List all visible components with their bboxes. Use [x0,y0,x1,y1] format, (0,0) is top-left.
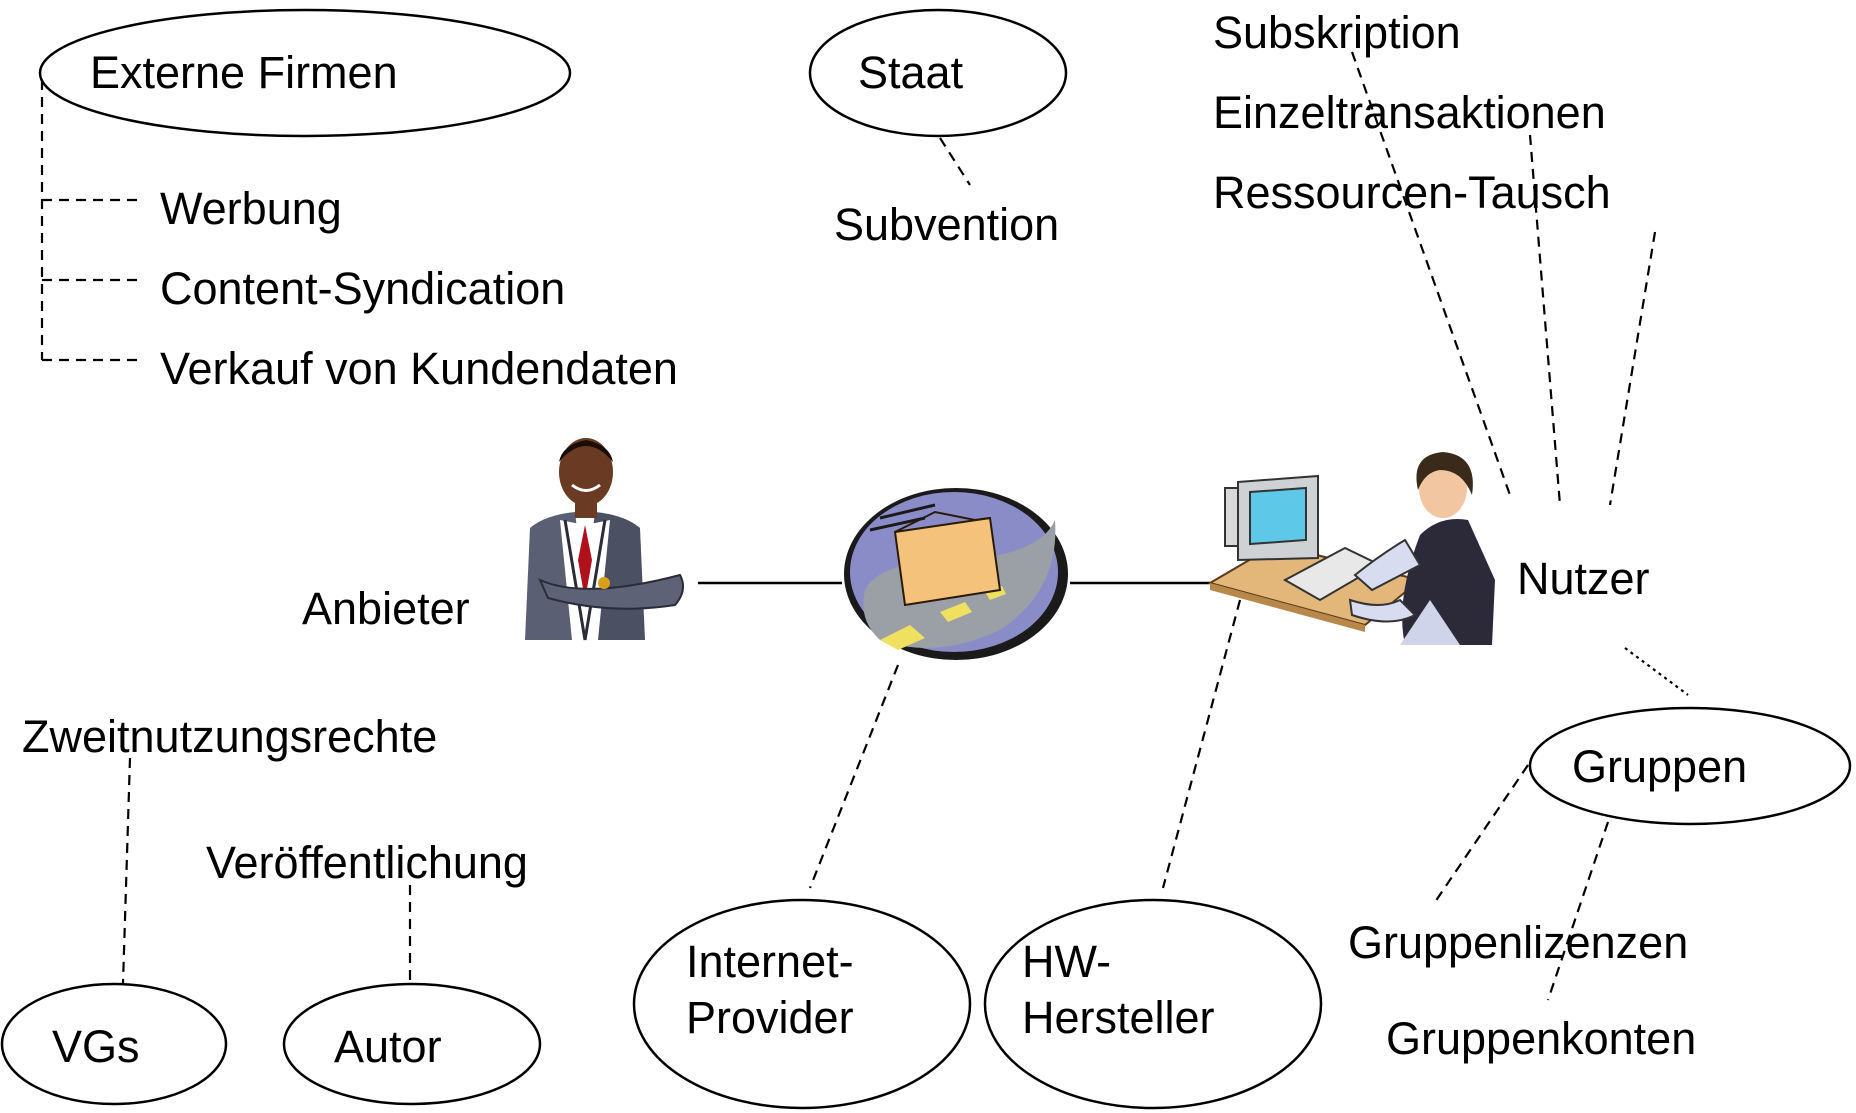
nutzer-gruppen-connector [1624,647,1689,696]
gruppenlizenzen-connector [1432,764,1529,906]
gruppenkonten-label: Gruppenkonten [1386,1013,1697,1064]
vgs-ellipse [0,982,228,1106]
zweitnutzungsrechte-label: Zweitnutzungsrechte [22,711,438,762]
internet-provider-label: Internet- Provider [686,934,854,1046]
hw-hersteller-line-2: Hersteller [1022,992,1215,1043]
anbieter-label: Anbieter [302,583,470,634]
internet-provider-ellipse [632,898,972,1110]
externe-firmen-label: Externe Firmen [90,47,398,98]
verkauf-kundendaten-label: Verkauf von Kundendaten [160,343,678,394]
subvention-label: Subvention [834,199,1060,250]
autor-ellipse [282,982,542,1106]
zweitnutzungsrechte-connector [121,757,132,984]
externe-firmen-bracket [40,80,140,362]
gruppenlizenzen-label: Gruppenlizenzen [1348,917,1689,968]
autor-label: Autor [334,1021,442,1072]
subskription-connector [1350,51,1512,496]
computer-user-icon [1207,452,1495,645]
einzeltransaktionen-label: Einzeltransaktionen [1213,87,1606,138]
content-syndication-label: Content-Syndication [160,263,566,314]
ressourcen-tausch-connector [1608,231,1657,506]
staat-subvention-connector [939,137,971,186]
internet-provider-line-2: Provider [686,992,854,1043]
veroeffentlichung-label: Veröffentlichung [206,837,528,888]
hw-hersteller-ellipse [983,898,1323,1110]
vgs-label: VGs [52,1021,140,1072]
subskription-label: Subskription [1213,7,1461,58]
hw-hersteller-label: HW- Hersteller [1022,934,1215,1046]
internet-provider-line-1: Internet- [686,936,854,987]
einzeltransaktionen-connector [1528,134,1562,506]
werbung-label: Werbung [160,183,342,234]
gruppen-label: Gruppen [1572,741,1748,792]
nutzer-label: Nutzer [1517,553,1650,604]
gruppen-ellipse [1528,706,1852,826]
businessman-icon [523,438,685,641]
nutzer-hw-connector [1161,599,1242,889]
network-provider-connector [808,664,900,889]
staat-ellipse [808,8,1068,138]
ressourcen-tausch-label: Ressourcen-Tausch [1213,167,1611,218]
network-folder-icon [844,488,1068,660]
gruppenkonten-connector [1546,821,1610,1001]
hw-hersteller-line-1: HW- [1022,936,1112,987]
externe-firmen-ellipse [38,8,572,138]
staat-label: Staat [858,47,964,98]
